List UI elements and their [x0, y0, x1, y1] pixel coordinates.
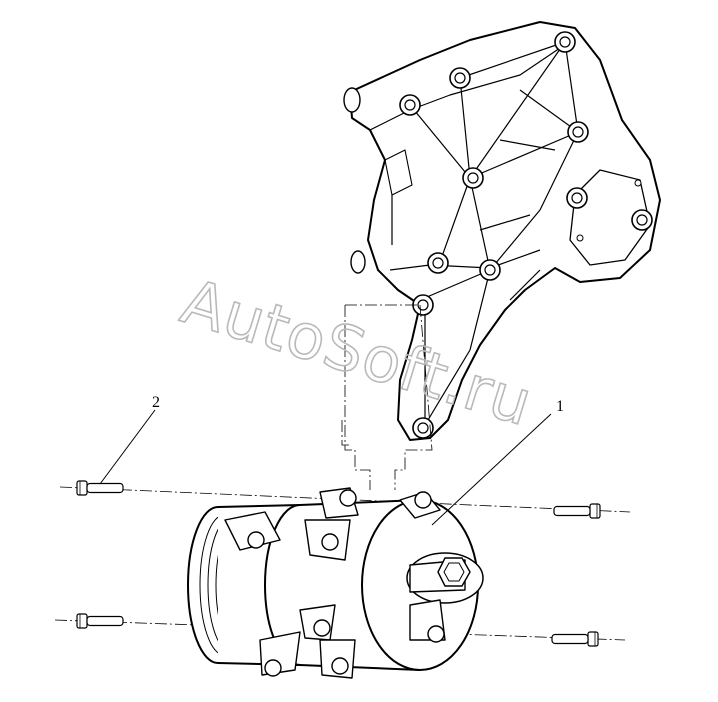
- callout-label-2: 2: [152, 394, 160, 411]
- bolt-lower-right: [551, 631, 599, 647]
- bolt-upper-left: [76, 480, 124, 496]
- bracket-bolt-bosses: [399, 31, 653, 439]
- compressor: [187, 487, 484, 679]
- bolt-upper-right: [553, 503, 601, 519]
- callout-label-1: 1: [556, 398, 564, 415]
- leader-line-2: [99, 409, 156, 485]
- leader-line-1: [431, 413, 552, 526]
- bolt-lower-left: [76, 613, 124, 629]
